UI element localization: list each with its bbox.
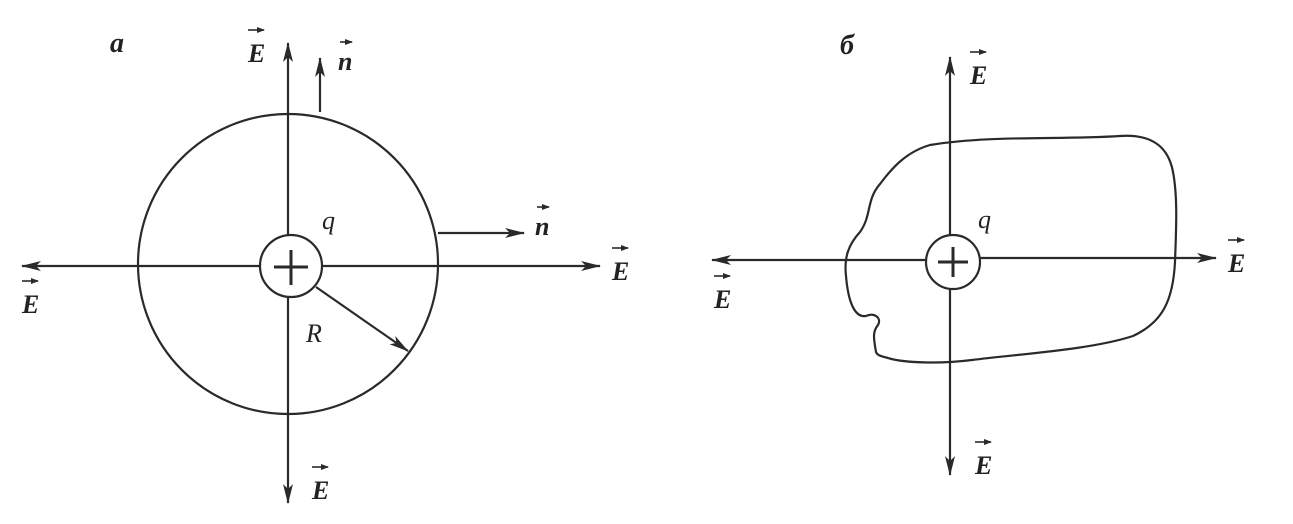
- svg-text:E: E: [311, 476, 329, 505]
- field-label-left-b: E: [713, 273, 731, 314]
- field-label-top: E: [247, 27, 265, 68]
- svg-text:n: n: [535, 212, 549, 241]
- svg-text:E: E: [974, 451, 992, 480]
- plus-sign-icon-b: [938, 247, 968, 277]
- svg-text:E: E: [247, 39, 265, 68]
- svg-text:E: E: [21, 290, 39, 319]
- svg-text:n: n: [338, 47, 352, 76]
- field-label-bottom: E: [311, 464, 329, 505]
- point-charge-circle-b: [924, 233, 982, 291]
- field-label-left: E: [21, 278, 39, 319]
- field-label-right: E: [611, 245, 629, 286]
- panel-b: б E E E E q: [711, 30, 1245, 480]
- panel-a: а E n n E: [21, 27, 629, 505]
- radius-label: R: [305, 319, 322, 348]
- svg-text:E: E: [969, 61, 987, 90]
- arbitrary-closed-surface: [844, 134, 1178, 364]
- svg-text:E: E: [611, 257, 629, 286]
- svg-text:E: E: [713, 285, 731, 314]
- charge-label: q: [322, 206, 335, 235]
- normal-label-top: n: [338, 39, 353, 76]
- field-label-right-b: E: [1227, 237, 1245, 278]
- normal-label-right: n: [535, 204, 550, 241]
- field-label-bottom-b: E: [974, 439, 992, 480]
- panel-b-label: б: [840, 30, 855, 61]
- panel-a-label: а: [110, 28, 124, 59]
- radius-arrow: [315, 286, 409, 352]
- plus-sign-icon: [274, 250, 308, 285]
- field-label-top-b: E: [969, 49, 987, 90]
- charge-label-b: q: [978, 205, 991, 234]
- svg-text:E: E: [1227, 249, 1245, 278]
